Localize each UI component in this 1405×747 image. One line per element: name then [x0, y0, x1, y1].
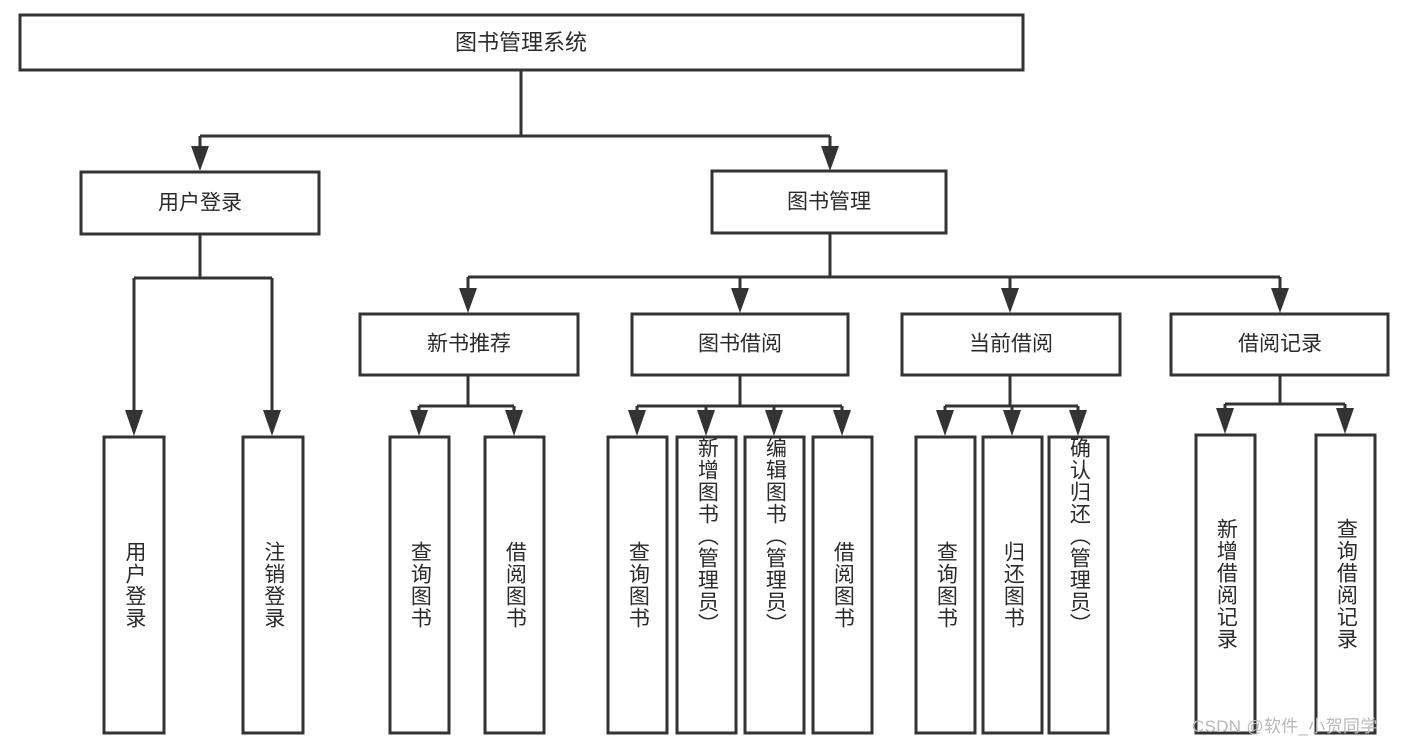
leaf-box-logout[interactable]	[241, 435, 305, 735]
leaf-box-bb-borrow-book[interactable]	[811, 435, 874, 735]
arrowhead-leaf-logout	[263, 410, 281, 436]
node-new-book-recommend[interactable]: 新书推荐	[358, 312, 580, 377]
node-user-login-box[interactable]	[79, 170, 321, 236]
arrowhead-bb-leaf-4	[833, 410, 851, 436]
arrowhead-new-book-recommend	[459, 288, 477, 313]
connector-group-current-borrow-to-leaves	[936, 375, 1087, 436]
node-book-borrow[interactable]: 图书借阅	[630, 312, 850, 377]
node-borrow-record-label: 借阅记录	[1238, 333, 1322, 356]
arrowhead-bb-leaf-3	[765, 410, 783, 436]
leaf-box-bb-query-book[interactable]	[606, 435, 669, 735]
node-borrow-record-box[interactable]	[1169, 312, 1390, 377]
connector-group-book-mgmt-to-level3	[459, 233, 1289, 313]
arrowhead-leaf-user-login	[125, 410, 143, 436]
node-book-management-box[interactable]	[710, 169, 948, 235]
arrowhead-br-leaf-2	[1336, 408, 1354, 434]
node-user-login-label: 用户登录	[158, 192, 242, 215]
arrowhead-nbr-leaf-1	[410, 410, 428, 436]
node-root[interactable]: 图书管理系统	[18, 13, 1025, 72]
arrowhead-cb-leaf-3	[1069, 410, 1087, 436]
node-borrow-record[interactable]: 借阅记录	[1169, 312, 1390, 377]
connector-group-root-to-level2	[191, 71, 839, 171]
arrowhead-user-login	[191, 146, 209, 171]
arrowhead-cb-leaf-2	[1003, 410, 1021, 436]
arrowhead-bb-leaf-2	[697, 410, 715, 436]
leaf-box-nbr-borrow-book[interactable]	[483, 435, 546, 735]
leaf-box-bb-add-book[interactable]	[675, 435, 738, 735]
node-user-login[interactable]: 用户登录	[79, 170, 321, 236]
leaf-box-user-login[interactable]	[102, 435, 166, 735]
node-current-borrow[interactable]: 当前借阅	[900, 312, 1122, 377]
connector-group-user-login-to-leaves	[125, 234, 281, 436]
node-book-borrow-label: 图书借阅	[698, 333, 782, 356]
arrowhead-current-borrow	[1001, 288, 1019, 313]
node-book-borrow-box[interactable]	[630, 312, 850, 377]
arrowhead-br-leaf-1	[1216, 408, 1234, 434]
leaf-box-cb-confirm-return[interactable]	[1047, 435, 1110, 735]
leaf-box-br-add-record[interactable]	[1194, 433, 1257, 735]
leaf-boxes-user-login	[102, 435, 305, 735]
csdn-watermark: CSDN @软件_小贺同学	[1192, 717, 1378, 736]
arrowhead-borrow-record	[1271, 288, 1289, 313]
node-book-management[interactable]: 图书管理	[710, 169, 948, 235]
leaf-boxes-book-borrow	[606, 435, 874, 735]
connector-group-book-borrow-to-leaves	[628, 375, 851, 436]
node-root-label: 图书管理系统	[455, 30, 587, 55]
arrowhead-cb-leaf-1	[936, 410, 954, 436]
arrowhead-nbr-leaf-2	[505, 410, 523, 436]
leaf-boxes-new-book-recommend	[388, 435, 546, 735]
leaf-box-bb-edit-book[interactable]	[743, 435, 806, 735]
leaf-box-cb-return-book[interactable]	[981, 435, 1044, 735]
leaf-boxes-borrow-record	[1194, 433, 1377, 735]
node-book-management-label: 图书管理	[787, 191, 871, 214]
leaf-box-nbr-query-book[interactable]	[388, 435, 451, 735]
arrowhead-book-borrow	[731, 288, 749, 313]
node-current-borrow-label: 当前借阅	[969, 333, 1053, 356]
leaf-box-cb-query-book[interactable]	[914, 435, 977, 735]
node-new-book-recommend-box[interactable]	[358, 312, 580, 377]
node-root-box[interactable]	[18, 13, 1025, 72]
node-new-book-recommend-label: 新书推荐	[427, 333, 511, 356]
node-current-borrow-box[interactable]	[900, 312, 1122, 377]
arrowhead-bb-leaf-1	[628, 410, 646, 436]
arrowhead-book-mgmt	[821, 146, 839, 171]
connector-group-new-book-recommend-to-leaves	[410, 375, 523, 436]
leaf-box-br-query-record[interactable]	[1314, 433, 1377, 735]
connector-group-borrow-record-to-leaves	[1216, 375, 1354, 434]
leaf-boxes-current-borrow	[914, 435, 1110, 735]
